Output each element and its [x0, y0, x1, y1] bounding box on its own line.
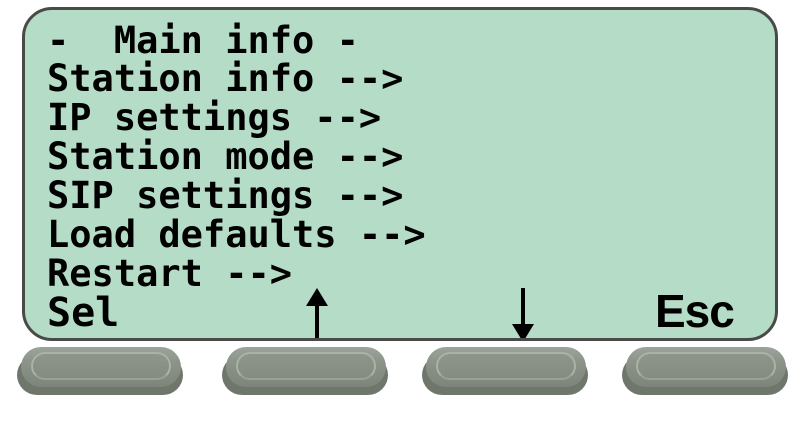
softkey-button-4[interactable] [620, 347, 788, 395]
softkey-button-2[interactable] [220, 347, 388, 395]
arrow-up-icon[interactable] [297, 286, 337, 338]
menu-item-sip-settings[interactable]: SIP settings --> [47, 174, 404, 217]
lcd-screen: - Main info - Station info --> IP settin… [22, 7, 778, 341]
menu-item-ip-settings[interactable]: IP settings --> [47, 96, 382, 139]
menu-item-station-info[interactable]: Station info --> [47, 57, 404, 100]
lcd-text-area: - Main info - Station info --> IP settin… [25, 10, 775, 338]
button-bevel [436, 352, 576, 380]
menu-item-restart[interactable]: Restart --> [47, 252, 293, 295]
softkey-label-sel[interactable]: Sel [47, 290, 120, 336]
menu-item-load-defaults[interactable]: Load defaults --> [47, 213, 426, 256]
softkey-button-3[interactable] [420, 347, 588, 395]
softkey-label-esc[interactable]: Esc [655, 285, 735, 337]
softkey-button-1[interactable] [15, 347, 183, 395]
screen-title: - Main info - [47, 19, 359, 62]
button-bevel [236, 352, 376, 380]
menu-item-station-mode[interactable]: Station mode --> [47, 135, 404, 178]
button-bevel [636, 352, 776, 380]
arrow-down-icon[interactable] [503, 286, 543, 338]
button-bevel [31, 352, 171, 380]
